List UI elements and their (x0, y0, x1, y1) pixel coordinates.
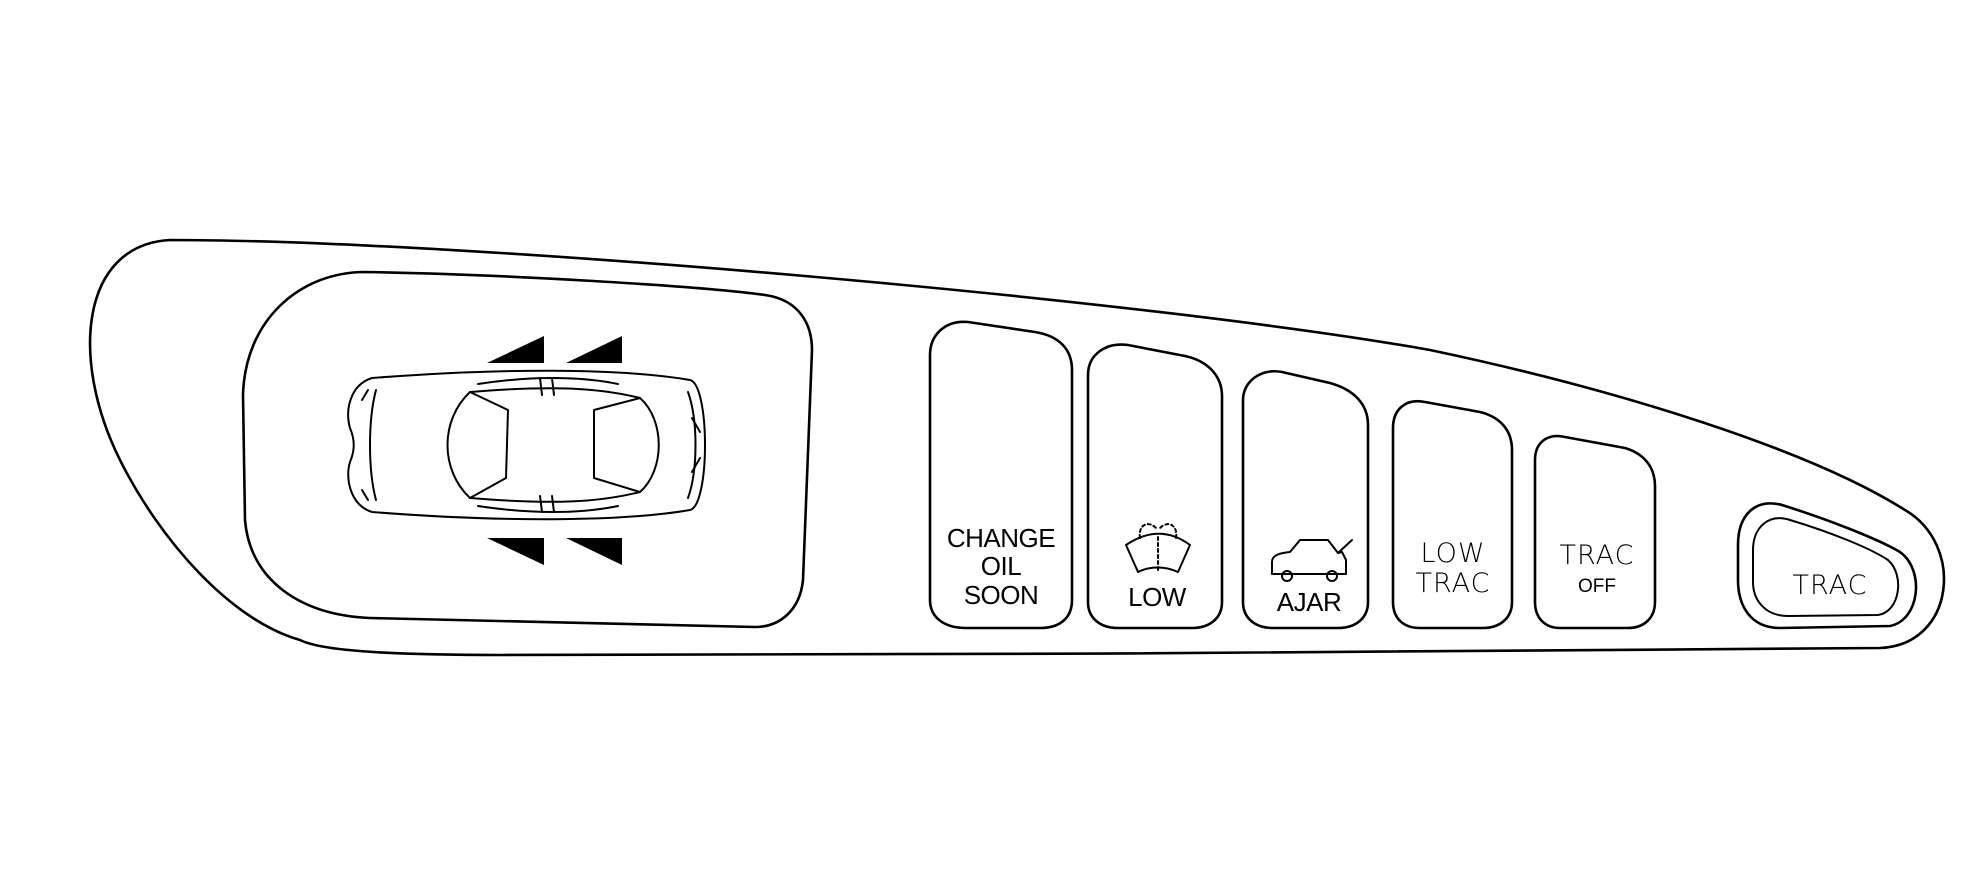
washer-low-label: LOW (1128, 582, 1187, 612)
change-oil-line3: SOON (964, 580, 1039, 610)
trunk-open-icon (1271, 539, 1353, 582)
change-oil-line1: CHANGE (947, 523, 1055, 553)
indicator-low-trac: LOW TRAC (1391, 399, 1514, 630)
washer-fluid-icon (1125, 523, 1191, 573)
trac-button-label: TRAC (1792, 570, 1867, 601)
door-arrow-front-right-icon (487, 538, 544, 565)
trac-button[interactable]: TRAC (1736, 502, 1918, 630)
car-top-view-icon (347, 369, 706, 521)
door-arrow-front-left-icon (487, 336, 544, 363)
low-trac-line1: LOW (1420, 538, 1485, 569)
indicator-change-oil-soon: CHANGE OIL SOON (928, 320, 1074, 630)
low-trac-line2: TRAC (1415, 568, 1490, 599)
trac-off-line2: OFF (1578, 576, 1616, 597)
door-ajar-display (241, 270, 814, 629)
door-arrow-rear-left-icon (566, 336, 622, 363)
door-arrow-rear-right-icon (566, 538, 622, 565)
trunk-ajar-label: AJAR (1277, 587, 1341, 617)
indicator-washer-fluid-low: LOW (1086, 343, 1224, 630)
indicator-trac-off: TRAC OFF (1533, 434, 1657, 630)
trac-off-line1: TRAC (1559, 540, 1634, 571)
change-oil-line2: OIL (981, 551, 1021, 581)
indicator-trunk-ajar: AJAR (1241, 370, 1370, 630)
